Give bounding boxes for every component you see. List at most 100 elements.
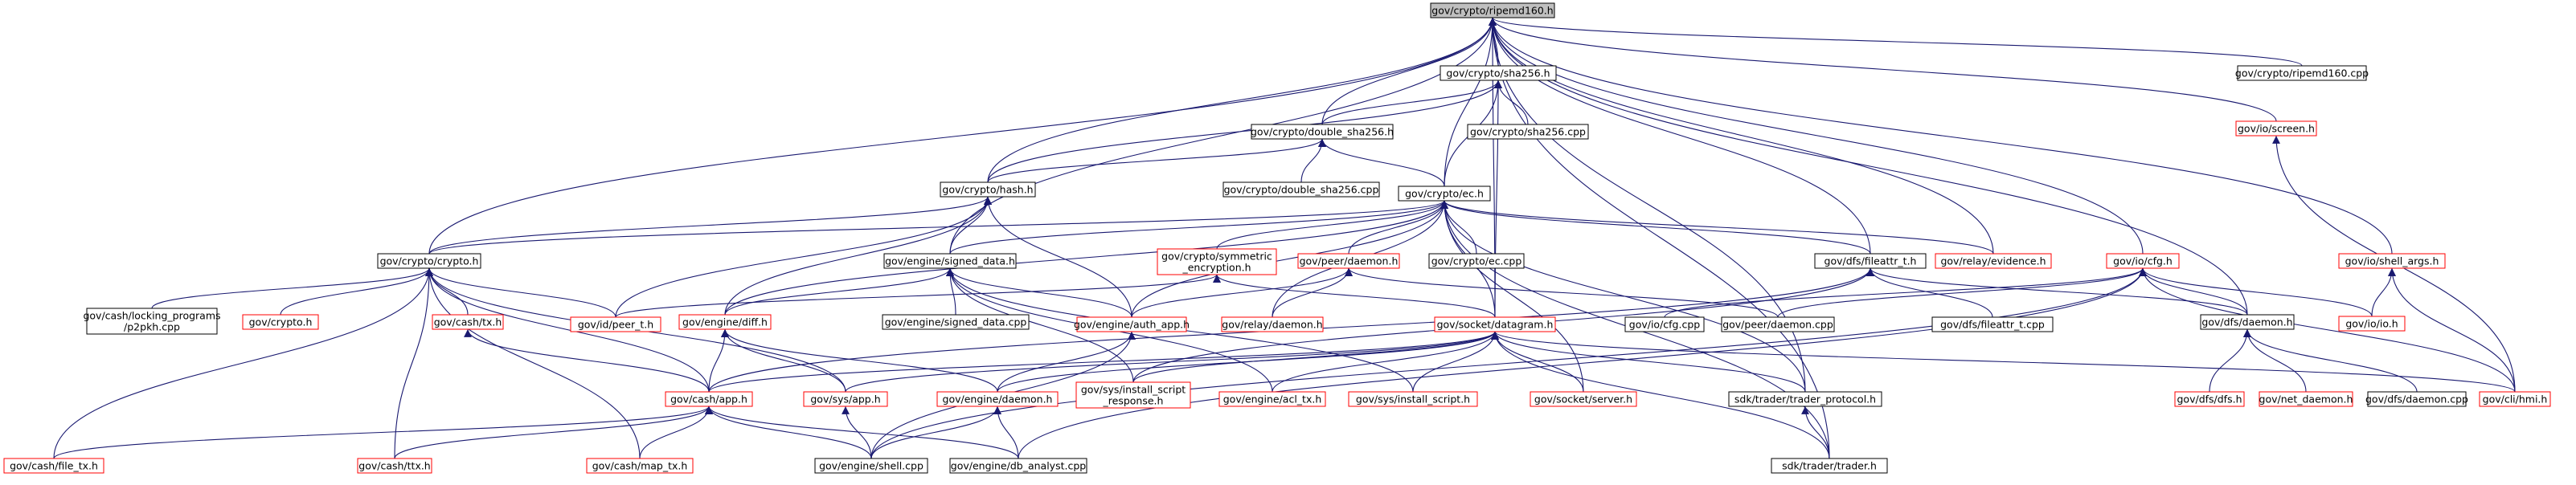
node-label: sdk/trader/trader.h [1782, 460, 1877, 472]
node-dsha256h[interactable]: gov/crypto/double_sha256.h [1251, 124, 1394, 140]
node-authapph[interactable]: gov/engine/auth_app.h [1074, 316, 1190, 332]
node-label: gov/crypto/ripemd160.h [1431, 5, 1553, 17]
edge-fileattrh-to-root [1489, 17, 1871, 255]
node-dfsdaemoncpp[interactable]: gov/dfs/daemon.cpp [2365, 391, 2468, 407]
node-label: gov/engine/db_analyst.cpp [951, 460, 1086, 472]
node-signedcpp[interactable]: gov/engine/signed_data.cpp [882, 314, 1030, 330]
edge-installresp-to-datagramh [1132, 331, 1499, 383]
node-hmih[interactable]: gov/cli/hmi.h [2479, 391, 2551, 407]
node-root[interactable]: gov/crypto/ripemd160.h [1430, 2, 1555, 18]
node-label: gov/crypto/ripemd160.cpp [2235, 67, 2369, 79]
edge-symh-to-ech [1216, 200, 1448, 250]
node-diffh[interactable]: gov/engine/diff.h [678, 314, 772, 330]
node-label: gov/crypto/double_sha256.cpp [1224, 184, 1379, 196]
node-label: gov/peer/daemon.h [1300, 255, 1399, 267]
node-box [1221, 316, 1324, 332]
node-ttxh[interactable]: gov/cash/ttx.h [357, 458, 432, 474]
edge-datagramh-to-sha256h [1494, 79, 1502, 318]
node-enginedaemonh[interactable]: gov/engine/daemon.h [936, 391, 1059, 407]
node-iocfgcpp[interactable]: gov/io/cfg.cpp [1624, 316, 1705, 332]
node-box [1814, 253, 1927, 269]
node-netdaemonh[interactable]: gov/net_daemon.h [2259, 391, 2353, 407]
node-fileattrh[interactable]: gov/dfs/fileattr_t.h [1814, 253, 1927, 269]
node-maptxh[interactable]: gov/cash/map_tx.h [586, 458, 694, 474]
node-p2pkh[interactable]: gov/cash/locking_programs/p2pkh.cpp [83, 308, 221, 335]
edge-shellcpp-to-sysapph [842, 406, 872, 459]
node-box [1440, 65, 1557, 81]
node-shellargsh[interactable]: gov/io/shell_args.h [2338, 253, 2446, 269]
node-box [1467, 124, 1589, 140]
node-label: gov/id/peer_t.h [578, 319, 653, 331]
node-layer: gov/crypto/ripemd160.h gov/crypto/sha256.… [3, 2, 2551, 474]
node-dbanalystcpp[interactable]: gov/engine/db_analyst.cpp [949, 458, 1087, 474]
node-ioioh[interactable]: gov/io/io.h [2338, 316, 2406, 332]
node-relaydaemonh[interactable]: gov/relay/daemon.h [1221, 316, 1324, 332]
edge-dfsdaemonh-to-fileattrh [1866, 267, 2248, 316]
node-dfsdaemonh[interactable]: gov/dfs/daemon.h [2200, 314, 2295, 330]
node-box [1434, 316, 1556, 332]
node-ripemdcpp[interactable]: gov/crypto/ripemd160.cpp [2235, 65, 2369, 81]
node-installresp[interactable]: gov/sys/install_script_response.h [1075, 381, 1191, 409]
node-box [1721, 316, 1835, 332]
node-cashtxh[interactable]: gov/cash/tx.h [432, 314, 504, 330]
node-hashh[interactable]: gov/crypto/hash.h [940, 181, 1036, 198]
node-dsha256cpp[interactable]: gov/crypto/double_sha256.cpp [1222, 181, 1380, 198]
node-installscripth[interactable]: gov/sys/install_script.h [1348, 391, 1478, 407]
node-datagramh[interactable]: gov/socket/datagram.h [1434, 316, 1556, 332]
node-dfsh[interactable]: gov/dfs/dfs.h [2174, 391, 2245, 407]
node-traderh[interactable]: sdk/trader/trader.h [1771, 458, 1888, 474]
edge-evidenceh-to-root [1489, 17, 1994, 255]
node-label: gov/crypto/crypto.h [380, 255, 479, 267]
edge-hmih-to-datagramh [1491, 331, 2516, 393]
node-label: gov/io/screen.h [2238, 123, 2315, 135]
node-peerth[interactable]: gov/id/peer_t.h [570, 316, 661, 332]
node-symh[interactable]: gov/crypto/symmetric_encryption.h [1157, 248, 1277, 275]
node-traderprotocolh[interactable]: sdk/trader/trader_protocol.h [1728, 391, 1882, 407]
node-label: gov/crypto/ec.h [1405, 188, 1484, 200]
node-eccpp[interactable]: gov/crypto/ec.cpp [1428, 253, 1525, 269]
edge-filetxh-to-cashapph [53, 406, 713, 459]
node-label: gov/io/cfg.cpp [1629, 319, 1701, 331]
node-label: gov/crypto/hash.h [942, 184, 1033, 196]
edge-ioscreen-to-root [1489, 17, 2277, 122]
node-box [586, 458, 694, 474]
node-filetxh[interactable]: gov/cash/file_tx.h [3, 458, 104, 474]
node-box [1530, 391, 1637, 407]
edge-sysapph-to-datagramh [845, 331, 1499, 393]
node-acltxh[interactable]: gov/engine/acl_tx.h [1218, 391, 1326, 407]
node-cryptoh[interactable]: gov/crypto/crypto.h [377, 253, 481, 269]
node-box [665, 391, 753, 407]
node-ech[interactable]: gov/crypto/ec.h [1398, 185, 1491, 202]
node-cryptoh2[interactable]: gov/crypto.h [242, 314, 319, 330]
node-evidenceh[interactable]: gov/relay/evidence.h [1935, 253, 2052, 269]
node-fileattrcpp[interactable]: gov/dfs/fileattr_t.cpp [1931, 316, 2054, 332]
node-sysapph[interactable]: gov/sys/app.h [803, 391, 888, 407]
node-signedh[interactable]: gov/engine/signed_data.h [883, 253, 1017, 269]
edge-cashapph-to-cryptoh [425, 267, 710, 393]
edge-shellargsh-to-root [1489, 17, 2393, 255]
node-sha256cpp[interactable]: gov/crypto/sha256.cpp [1467, 124, 1589, 140]
edge-ech-to-dsha256h [1318, 138, 1445, 187]
node-label: gov/relay/daemon.h [1222, 319, 1322, 331]
edge-cashapph-to-diffh [708, 328, 729, 393]
node-box [1157, 248, 1277, 275]
node-box [2235, 120, 2317, 137]
node-sha256h[interactable]: gov/crypto/sha256.h [1440, 65, 1557, 81]
node-iocfgh[interactable]: gov/io/cfg.h [2106, 253, 2180, 269]
node-serverh[interactable]: gov/socket/server.h [1530, 391, 1637, 407]
node-cashapph[interactable]: gov/cash/app.h [665, 391, 753, 407]
edge-iocfgh-to-root [1489, 17, 2144, 255]
node-box [1931, 316, 2054, 332]
node-label: gov/cash/app.h [670, 393, 747, 406]
node-peerdaemoncpp[interactable]: gov/peer/daemon.cpp [1721, 316, 1835, 332]
node-shellcpp[interactable]: gov/engine/shell.cpp [814, 458, 928, 474]
node-ioscreen[interactable]: gov/io/screen.h [2235, 120, 2317, 137]
edge-peerth-to-symh [615, 274, 1221, 318]
node-label: gov/crypto/sha256.cpp [1470, 126, 1586, 138]
node-box [570, 316, 661, 332]
node-label: gov/io/cfg.h [2113, 255, 2173, 267]
node-peerdaemonh[interactable]: gov/peer/daemon.h [1297, 253, 1400, 269]
node-box [1728, 391, 1882, 407]
node-label: gov/cash/ttx.h [358, 460, 430, 472]
edge-diffh-to-hashh [724, 196, 992, 316]
